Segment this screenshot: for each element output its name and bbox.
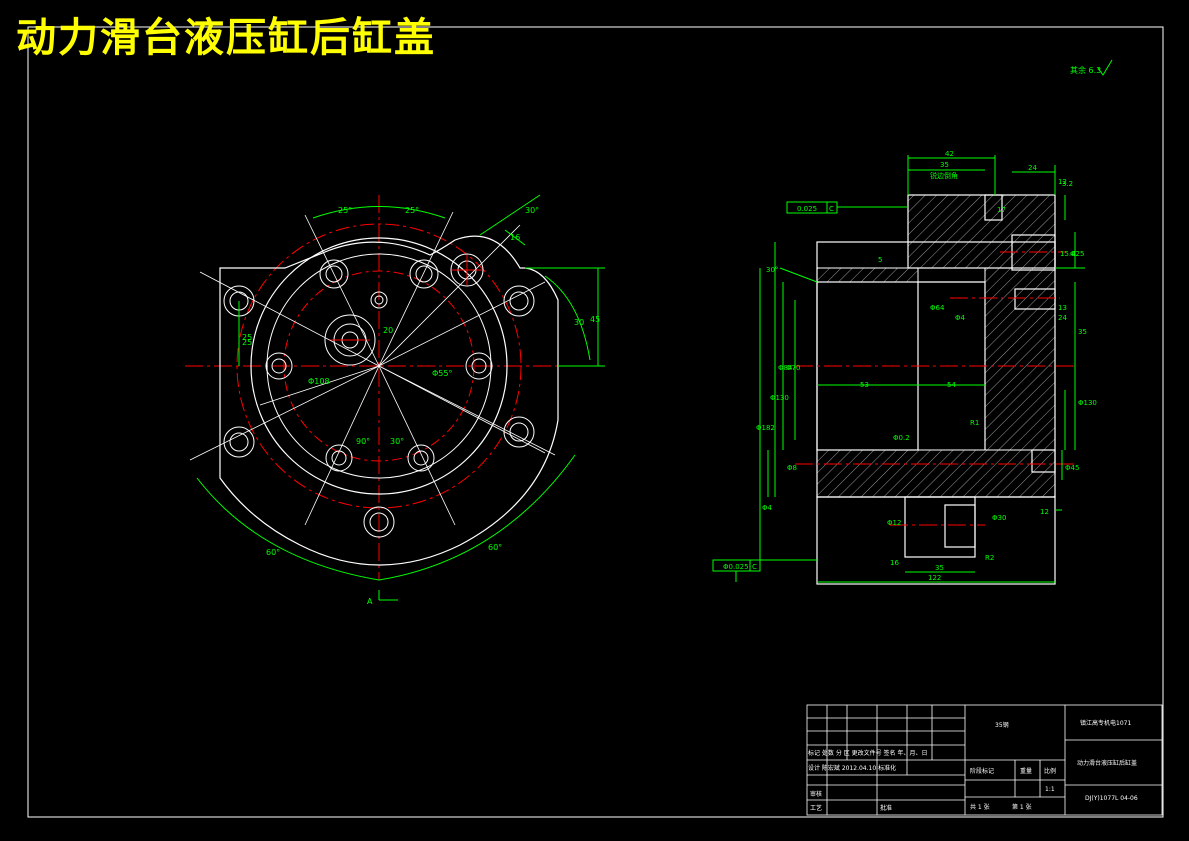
tb-part-name: 动力滑台液压缸后缸盖 [1077,759,1137,767]
dim-30: 30 [574,318,584,327]
dim-24-right: 24 [1058,314,1067,322]
dim-30deg-top: 30° [525,206,539,215]
dim-42: 42 [945,150,954,158]
bolt-circle-centerline [236,223,522,509]
tb-sheets-total: 共 1 张 [970,803,990,811]
dim-17: 17 [997,206,1006,214]
dim-122: 122 [928,574,941,582]
dim-phi130-left: Φ130 [770,394,789,402]
dim-25deg-right: 25° [405,206,419,215]
dim-35-right: 35 [1078,328,1087,336]
dim-r2: R2 [985,554,994,562]
section-hatching [816,194,1056,498]
dim-13: 13 [1058,304,1067,312]
dim-phi108: Φ108 [308,377,330,386]
drawing-frame [27,26,1164,818]
edge-note: 锐边倒角 [930,171,958,180]
radial-lines [189,211,556,526]
tolerance-top-value: 0.025 [797,205,817,213]
dim-12-top: 12 [1058,178,1067,186]
tb-review: 审核 [810,790,822,798]
dim-phi45: Φ45 [1065,464,1079,472]
tb-scale-label: 比例 [1044,767,1056,775]
body-circle [250,237,508,495]
flange-outline [219,235,559,566]
tb-material: 35钢 [995,721,1009,729]
dim-phi30: Φ30 [992,514,1006,522]
dim-phi64: Φ64 [930,304,945,312]
dim-25: 25 [242,333,252,342]
dim-phi70: Φ70 [786,364,800,372]
dim-phi84: Φ84 [778,364,793,372]
drawing-title: 动力滑台液压缸后缸盖 [16,15,436,61]
dim-35-top: 35 [940,161,949,169]
left-view: 25° 25° 25 30° 16 30 45 25 90° 30° 60° 6… [185,194,605,606]
dim-phi130-right: Φ130 [1078,399,1097,407]
dim-phi0-2: Φ0.2 [893,434,910,442]
inner-circle [266,253,492,479]
tb-approve: 批准 [880,804,892,812]
tolerance-frame-top [786,201,908,214]
dim-53: 53 [860,381,869,389]
dim-phi182: Φ182 [756,424,775,432]
section-outline [816,194,1056,585]
dim-phi12: Φ12 [887,519,901,527]
right-view: 42 35 24 12 3.2 17 15.4 Φ25 13 24 35 12 … [712,150,1097,585]
dim-phi4: Φ4 [955,314,966,322]
dim-phi25: Φ25 [1070,250,1084,258]
dim-25-side: 25 [242,338,252,347]
dim-24-top: 24 [1028,164,1037,172]
tb-stage-label: 阶段标记 [970,767,994,775]
tb-drawing-no: DJ(Y)1077L 04-06 [1085,795,1138,802]
tolerance-bottom-datum: C [752,563,757,571]
dim-15-4: 15.4 [1060,250,1076,258]
dim-16: 16 [510,233,520,242]
inner-bolt-circle [283,270,475,462]
title-block [806,704,1163,816]
tb-sheet-no: 第 1 张 [1012,803,1032,811]
dim-20: 20 [383,326,393,335]
dim-16-bottom: 16 [890,559,899,567]
tb-header-left: 标记 处数 分 区 更改文件号 签名 年、月、日 [808,749,927,757]
dim-45: 45 [590,315,600,324]
dim-90deg: 90° [356,437,370,446]
dim-phi8: Φ8 [787,464,797,472]
dim-5: 5 [878,256,882,264]
dim-35-bottom: 35 [935,564,944,572]
dim-60deg-left: 60° [266,548,280,557]
roughness-32: 3.2 [1062,180,1073,188]
dim-25deg-left: 25° [338,206,352,215]
tolerance-top-datum: C [829,205,834,213]
dim-12-right: 12 [1040,508,1049,516]
right-dimension-lines [759,155,1085,583]
dim-60deg-right: 60° [488,543,502,552]
tb-school: 镇江高专机电1071 [1080,719,1131,727]
tb-designer-row: 设计 陈宏斌 2012.04.10 标准化 [808,764,896,772]
tb-scale-value: 1:1 [1045,786,1055,793]
tolerance-frame-bottom [712,559,761,582]
dim-54: 54 [947,381,956,389]
dim-r1: R1 [970,419,979,427]
section-label-a: A [367,597,373,606]
tolerance-bottom-value: Φ0.025 [723,563,749,571]
tb-weight-label: 重量 [1020,767,1032,775]
left-dimensions [196,194,605,601]
roughness-other-note: 其余 6.3 [1070,65,1101,75]
dim-30deg-bottom: 30° [390,437,404,446]
dim-phi55: Φ55° [432,369,452,378]
tb-process: 工艺 [810,804,822,812]
dim-30deg: 30° [766,266,778,274]
roughness-symbol [1097,59,1113,76]
dim-phi4-bottom: Φ4 [762,504,773,512]
